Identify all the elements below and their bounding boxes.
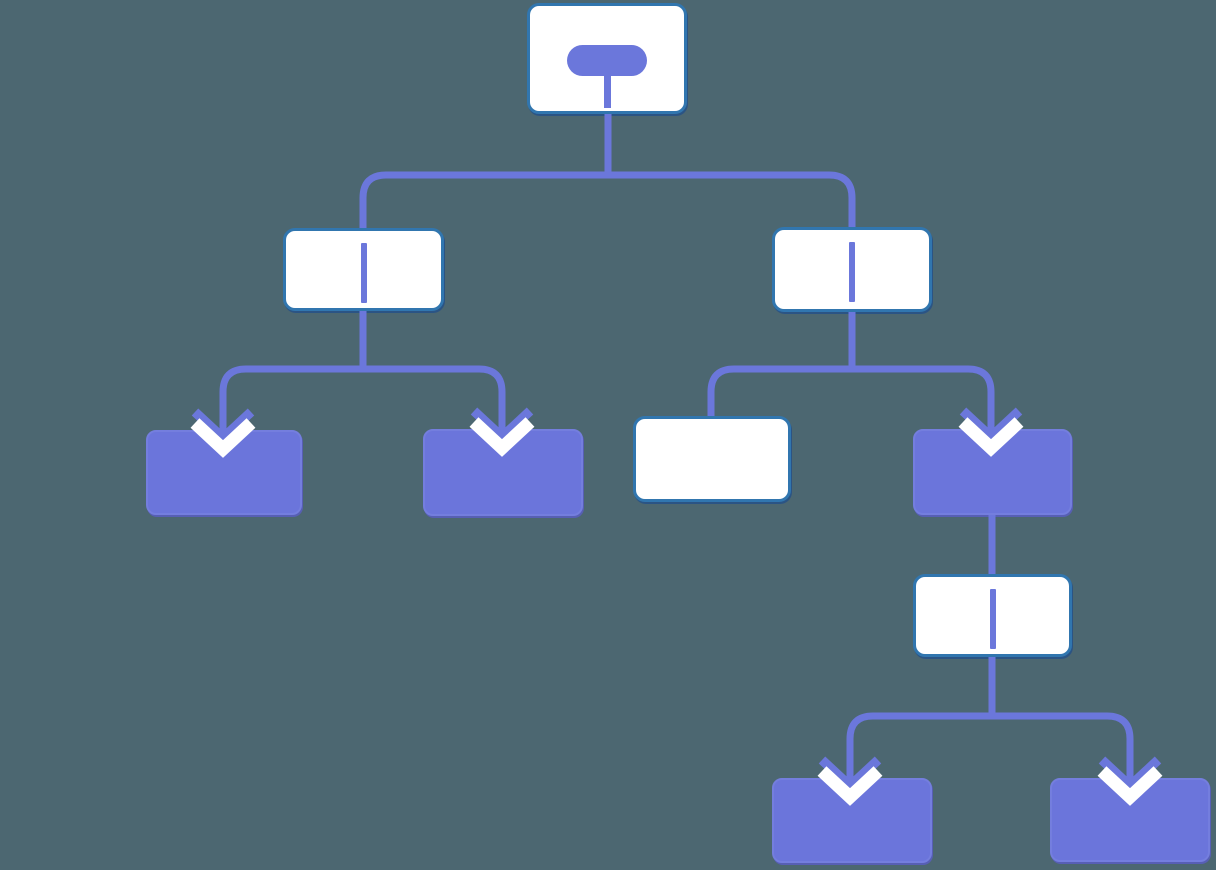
node-leaf-4[interactable]	[1050, 778, 1210, 862]
vertical-bar-decoration	[849, 242, 855, 302]
vertical-bar-decoration	[360, 243, 367, 303]
node-l3-white[interactable]	[633, 416, 791, 502]
node-leaf-3[interactable]	[772, 778, 932, 863]
node-leaf-1[interactable]	[146, 430, 302, 515]
node-l2-right[interactable]	[772, 227, 932, 312]
node-l4-white[interactable]	[913, 574, 1072, 657]
node-l2-left[interactable]	[283, 228, 444, 311]
node-root[interactable]	[527, 3, 687, 114]
pill-decoration	[567, 45, 647, 76]
pill-stem-decoration	[603, 75, 611, 108]
node-leaf-2[interactable]	[423, 429, 583, 516]
vertical-bar-decoration	[989, 589, 996, 649]
node-l3-purple[interactable]	[913, 429, 1072, 515]
